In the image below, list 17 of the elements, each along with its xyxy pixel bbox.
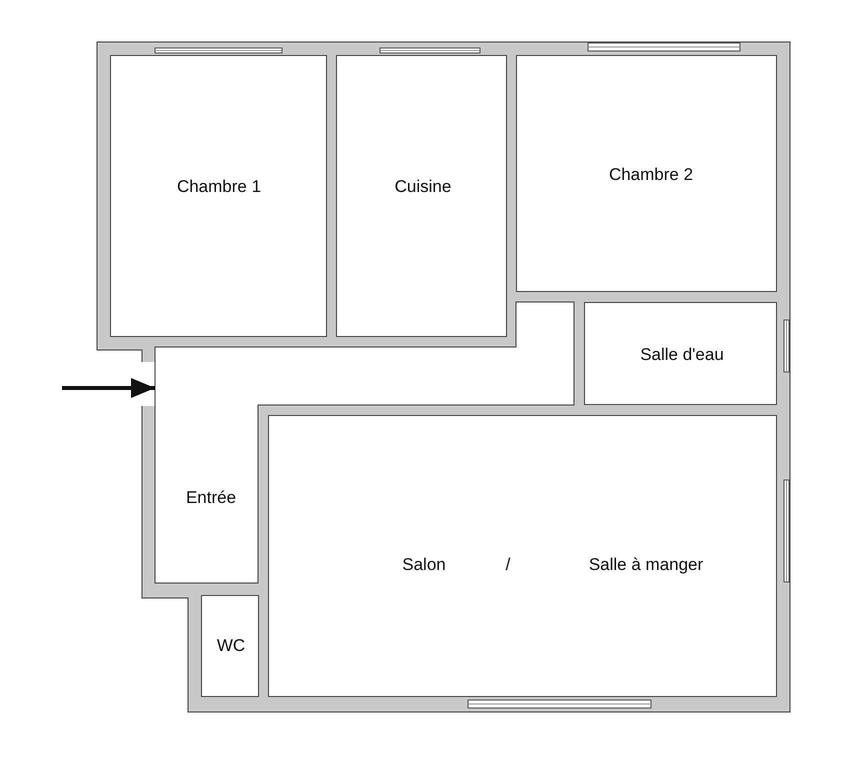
room-label: Entrée <box>186 488 236 508</box>
room-label: / <box>506 555 510 575</box>
room-floor <box>201 595 259 697</box>
room-floor <box>584 302 777 405</box>
room-label: Chambre 2 <box>608 165 694 185</box>
room-label: Salon <box>402 555 446 575</box>
room-label: Salle d'eau <box>640 345 724 365</box>
room-floor <box>155 302 574 583</box>
room-label: Salle à manger <box>588 555 704 575</box>
room-label: Cuisine <box>394 177 452 197</box>
room-label: WC <box>216 636 246 656</box>
room-label: Chambre 1 <box>176 177 262 197</box>
room-floor <box>336 55 507 337</box>
room-floor <box>268 415 777 697</box>
room-floor <box>110 55 327 337</box>
room-floor <box>516 55 777 292</box>
arrow <box>62 378 155 398</box>
